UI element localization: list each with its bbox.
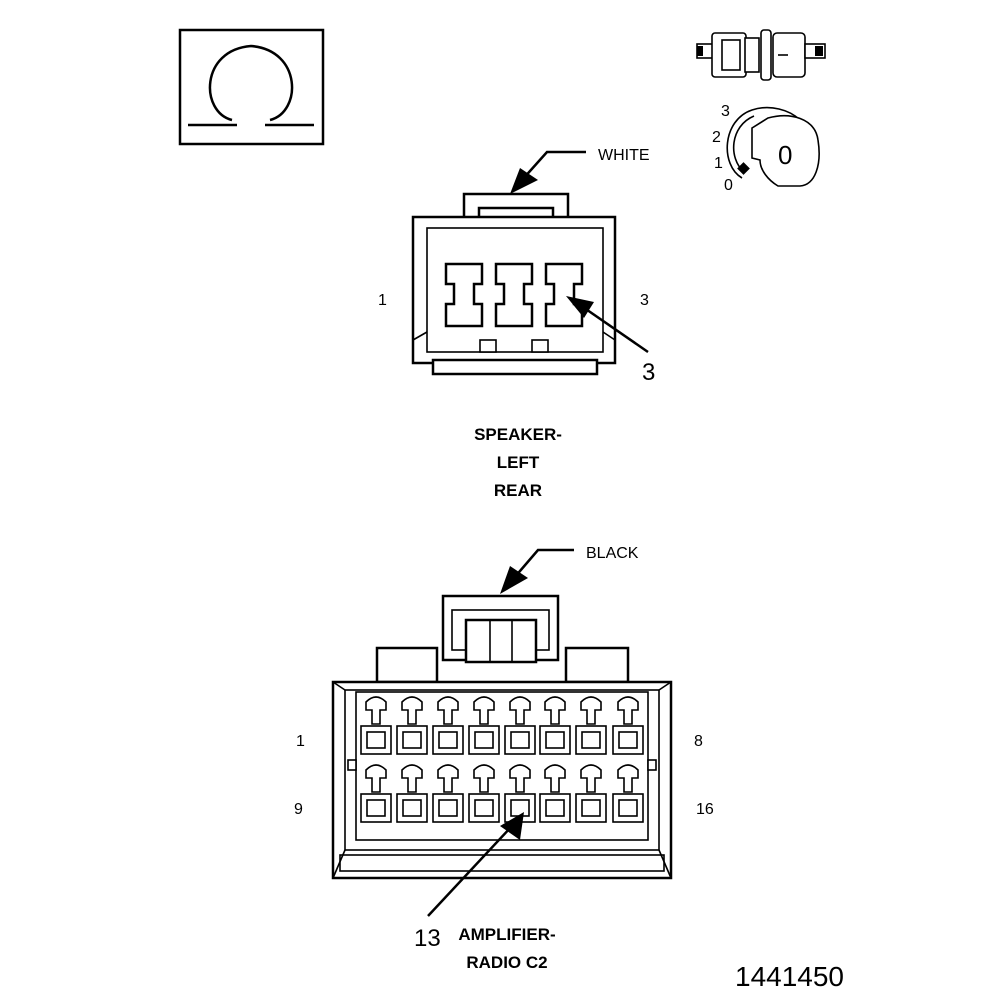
amp-pin-bottom-left-label: 9 <box>294 801 303 818</box>
speaker-cavity-2 <box>494 262 534 328</box>
speaker-cavity-3 <box>544 262 584 328</box>
disconnect-connector-icon <box>696 29 826 81</box>
switch-position-2: 2 <box>712 129 721 146</box>
callout-arrowhead <box>500 812 524 840</box>
switch-position-0: 0 <box>724 177 733 194</box>
speaker-pin-left-label: 1 <box>378 292 387 309</box>
speaker-callout-number: 3 <box>642 359 655 386</box>
amp-cavity-5 <box>504 696 536 755</box>
amp-cavity-9 <box>360 764 392 823</box>
amp-cavity-7 <box>575 696 607 755</box>
amp-cavity-13 <box>504 764 536 823</box>
amp-pin-top-right-label: 8 <box>694 733 703 750</box>
amplifier-cavities <box>360 696 644 823</box>
ohmmeter-icon <box>178 28 325 146</box>
leader-arrowhead <box>500 566 528 594</box>
amplifier-name-line-1: AMPLIFIER- <box>458 925 555 944</box>
amp-cavity-1 <box>360 696 392 755</box>
amplifier-callout-number: 13 <box>414 925 441 952</box>
switch-position-1: 1 <box>714 155 723 172</box>
amp-cavity-16 <box>612 764 644 823</box>
speaker-name-line-3: REAR <box>494 481 542 500</box>
amp-cavity-6 <box>539 696 571 755</box>
callout-arrowhead <box>566 296 594 318</box>
amp-cavity-3 <box>432 696 464 755</box>
leader-arrowhead <box>510 168 538 194</box>
amp-cavity-2 <box>396 696 428 755</box>
amplifier-color-label: BLACK <box>586 545 639 562</box>
speaker-connector: WHITE 1 3 3 SPEAKER- LEFT REAR <box>378 147 655 500</box>
switch-position-3: 3 <box>721 103 730 120</box>
ignition-switch-icon: 3 2 1 0 0 <box>712 103 820 194</box>
amp-pin-top-left-label: 1 <box>296 733 305 750</box>
amplifier-name-line-2: RADIO C2 <box>466 953 547 972</box>
switch-selected-position: 0 <box>778 140 792 170</box>
amp-cavity-8 <box>612 696 644 755</box>
amp-cavity-14 <box>539 764 571 823</box>
amplifier-connector: BLACK 1 8 9 16 13 AMPLIFIER- RADIO C2 <box>294 545 714 972</box>
amp-cavity-4 <box>468 696 500 755</box>
amp-cavity-10 <box>396 764 428 823</box>
amp-cavity-12 <box>468 764 500 823</box>
speaker-name-line-1: SPEAKER- <box>474 425 562 444</box>
speaker-pin-right-label: 3 <box>640 292 649 309</box>
figure-number: 1441450 <box>735 961 844 992</box>
speaker-color-label: WHITE <box>598 147 650 164</box>
speaker-cavity-1 <box>444 262 484 328</box>
speaker-name-line-2: LEFT <box>497 453 540 472</box>
amp-pin-bottom-right-label: 16 <box>696 801 714 818</box>
amp-cavity-15 <box>575 764 607 823</box>
amp-cavity-11 <box>432 764 464 823</box>
